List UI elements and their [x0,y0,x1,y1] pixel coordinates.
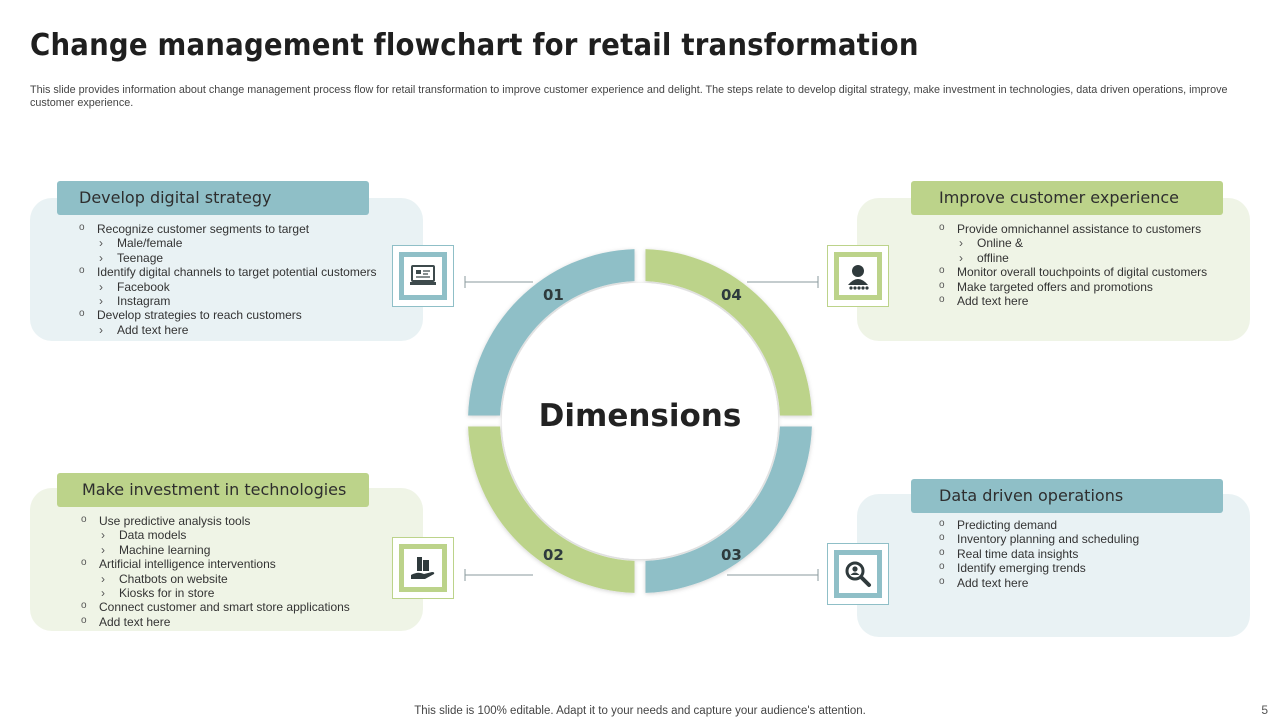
hand-building-icon [411,557,435,579]
list-item: Provide omnichannel assistance to custom… [939,221,1207,236]
center-label: Dimensions [538,398,742,434]
list-item: Predicting demand [939,517,1139,532]
icon-box-01 [392,245,454,307]
list-item: Make targeted offers and promotions [939,279,1207,294]
list-item: Add text here [939,575,1139,590]
list-item: Add text here [81,614,350,629]
sub-list-item: Machine learning [81,543,350,558]
customer-rating-icon [848,265,869,290]
icon-box-03 [827,543,889,605]
step-number-02: 02 [543,546,564,564]
list-item: Identify digital channels to target pote… [79,264,377,279]
list-item: Develop strategies to reach customers [79,307,377,322]
sub-list-item: Facebook [79,280,377,295]
list-item: Identify emerging trends [939,560,1139,575]
list-item: Add text here [939,293,1207,308]
list-item: Monitor overall touchpoints of digital c… [939,264,1207,279]
page-subtitle: This slide provides information about ch… [30,84,1228,109]
step-heading-data-driven-operations: Data driven operations [911,479,1223,513]
sub-list-item: Kiosks for in store [81,586,350,601]
sub-list-item: Male/female [79,236,377,251]
step-list-develop-digital-strategy: Recognize customer segments to targetMal… [79,221,377,338]
icon-box-02 [392,537,454,599]
list-item: Real time data insights [939,546,1139,561]
step-heading-improve-customer-experience: Improve customer experience [911,181,1223,215]
list-item: Connect customer and smart store applica… [81,599,350,614]
sub-list-item: Online & [939,236,1207,251]
step-list-make-investment: Use predictive analysis toolsData models… [81,513,350,629]
connector-lines [464,276,819,581]
page-title: Change management flowchart for retail t… [30,28,919,63]
ring-segment-04 [645,249,812,416]
sub-list-item: offline [939,251,1207,266]
icon-box-04 [827,245,889,307]
list-item: Recognize customer segments to target [79,221,377,236]
monitor-strategy-icon [410,265,436,285]
footer-note: This slide is 100% editable. Adapt it to… [414,705,866,717]
ring-center-disc [502,283,778,559]
step-number-03: 03 [721,546,742,564]
step-list-data-driven-operations: Predicting demandInventory planning and … [939,517,1139,590]
person-search-icon [845,561,871,587]
ring-segment-01 [468,249,635,416]
list-item: Inventory planning and scheduling [939,531,1139,546]
step-number-01: 01 [543,286,564,304]
ring-segment-02 [468,426,635,593]
step-list-improve-customer-experience: Provide omnichannel assistance to custom… [939,221,1207,308]
sub-list-item: Data models [81,528,350,543]
ring-segment-03 [645,426,812,593]
step-heading-develop-digital-strategy: Develop digital strategy [57,181,369,215]
sub-list-item: Chatbots on website [81,572,350,587]
sub-list-item: Add text here [79,323,377,338]
list-item: Use predictive analysis tools [81,513,350,528]
step-number-04: 04 [721,286,742,304]
sub-list-item: Teenage [79,251,377,266]
page-number: 5 [1261,703,1268,717]
step-heading-make-investment: Make investment in technologies [57,473,369,507]
list-item: Artificial intelligence interventions [81,556,350,571]
sub-list-item: Instagram [79,294,377,309]
